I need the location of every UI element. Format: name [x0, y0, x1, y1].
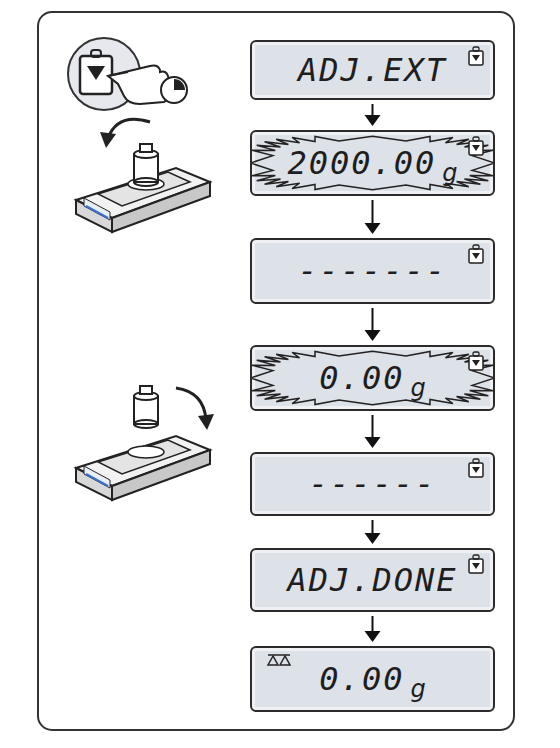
display-panel: ADJ.EXT — [250, 40, 495, 100]
display-reading: 2000.00 — [287, 147, 436, 179]
weight-icon — [467, 554, 485, 574]
display-reading: ADJ.EXT — [298, 54, 447, 86]
flow-arrow — [365, 616, 381, 642]
display-content: 0.00g — [252, 347, 493, 409]
flow-arrow — [365, 104, 381, 126]
display-content: 0.00g — [252, 648, 493, 710]
weight-icon — [467, 46, 485, 66]
display-panel: 0.00g — [250, 345, 495, 411]
balance-removing-weight — [76, 386, 214, 500]
flow-arrow — [365, 520, 381, 544]
display-content: ADJ.DONE — [252, 550, 493, 610]
display-reading: 0.00 — [319, 663, 404, 695]
display-content: 2000.00g — [252, 132, 493, 194]
display-panel: ------ — [250, 452, 495, 516]
stability-icon — [266, 653, 292, 667]
weight-icon — [467, 351, 485, 371]
display-reading: ------- — [298, 255, 447, 287]
flow-arrow — [365, 200, 381, 234]
display-panel: 2000.00g — [250, 130, 495, 196]
display-reading: ------ — [309, 468, 437, 500]
display-unit: g — [410, 677, 425, 701]
display-content: ------- — [252, 240, 493, 302]
outer-frame — [38, 12, 514, 730]
display-panel: ADJ.DONE — [250, 548, 495, 612]
display-content: ADJ.EXT — [252, 42, 493, 98]
flow-arrow — [365, 308, 381, 341]
display-content: ------ — [252, 454, 493, 514]
display-panel: ------- — [250, 238, 495, 304]
display-panel: 0.00g — [250, 646, 495, 712]
display-unit: g — [410, 376, 425, 400]
balance-placing-weight — [76, 119, 210, 232]
adjust-key-icon — [68, 38, 187, 110]
weight-icon — [467, 136, 485, 156]
flow-arrow — [365, 415, 381, 448]
weight-icon — [467, 458, 485, 478]
weight-icon — [467, 244, 485, 264]
display-reading: 0.00 — [319, 362, 404, 394]
display-unit: g — [442, 161, 457, 185]
display-reading: ADJ.DONE — [287, 564, 457, 596]
